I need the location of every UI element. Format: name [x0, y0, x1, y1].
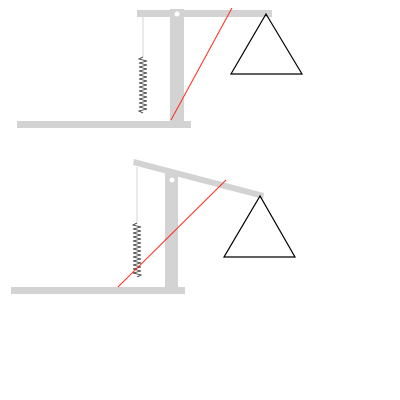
vertical-post	[170, 9, 184, 128]
red-line	[117, 179, 227, 288]
spring-coil	[137, 56, 148, 114]
vertical-post	[165, 172, 178, 294]
lever-beam	[137, 10, 272, 17]
pivot-icon	[174, 11, 180, 17]
spring-coil	[131, 222, 143, 278]
lever-setup-level	[17, 7, 304, 128]
base-plate	[17, 121, 191, 128]
red-line	[170, 7, 233, 121]
hanging-triangle	[222, 194, 297, 258]
hanging-triangle	[229, 12, 304, 75]
lever-setup-tilted	[11, 159, 297, 294]
base-plate	[11, 287, 185, 294]
pivot-icon	[169, 177, 175, 183]
lever-beam	[133, 159, 264, 199]
